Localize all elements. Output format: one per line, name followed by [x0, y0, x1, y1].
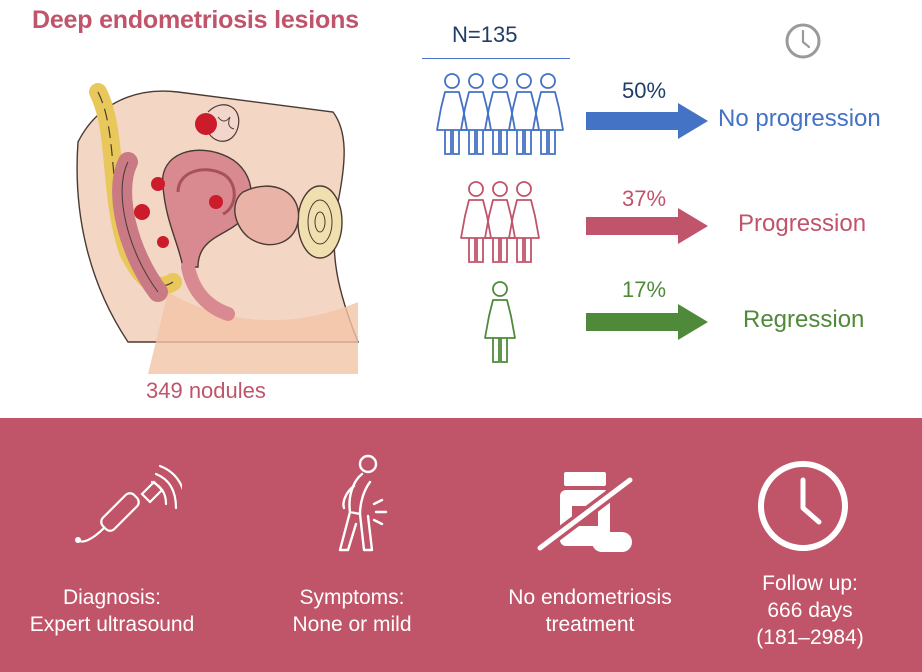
symptoms-text: Symptoms: None or mild [292, 586, 412, 636]
outcome-label: No progression [718, 105, 881, 132]
lesion-dot [151, 177, 165, 191]
cohort-divider [422, 58, 570, 59]
back-pain-person-icon [338, 454, 388, 552]
ultrasound-probe-icon [75, 464, 182, 543]
lesion-dot [157, 236, 169, 248]
outcome-label: Regression [743, 306, 865, 333]
lesion-dot [195, 113, 217, 135]
page-title: Deep endometriosis lesions [32, 6, 359, 34]
follow-up-text: Follow up: 666 days (181–2984) [756, 572, 864, 649]
lesion-dot [134, 204, 150, 220]
outcome-arrow [586, 304, 708, 340]
outcome-arrow [586, 208, 708, 244]
outcome-percent: 50% [622, 78, 667, 103]
pelvis-illustration [76, 83, 360, 374]
people-group-icon [484, 281, 516, 363]
treatment-text: No endometriosis treatment [508, 586, 672, 636]
people-group-icon [436, 73, 564, 155]
clock-icon [785, 23, 821, 59]
outcome-label: Progression [738, 210, 867, 237]
people-group-icon [460, 181, 540, 263]
nodules-count: 349 nodules [146, 378, 266, 403]
no-medication-icon [536, 472, 634, 553]
study-details-panel: Diagnosis: Expert ultrasound Symptoms: N… [0, 418, 922, 672]
diagnosis-text: Diagnosis: Expert ultrasound [29, 586, 195, 636]
outcome-arrow [586, 103, 708, 139]
outcome-percent: 17% [622, 277, 667, 302]
outcome-percent: 37% [622, 186, 667, 211]
cohort-size: N=135 [452, 22, 518, 47]
lesion-dot [209, 195, 223, 209]
clock-icon [758, 461, 848, 551]
